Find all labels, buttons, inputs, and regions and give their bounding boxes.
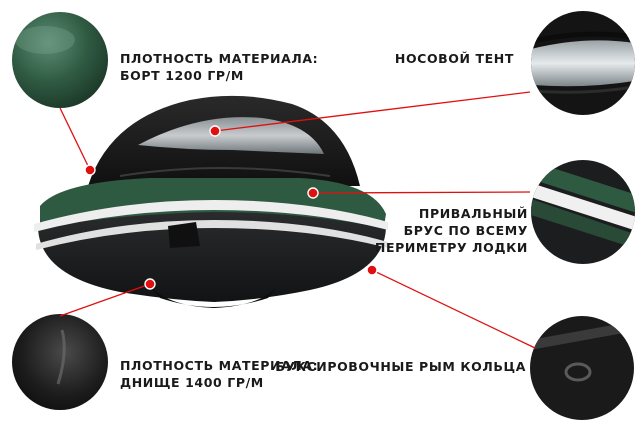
fender-line3: ПЕРИМЕТРУ ЛОДКИ [374, 240, 528, 255]
bottom-material-line1: ПЛОТНОСТЬ МАТЕРИАЛА: [120, 358, 319, 373]
side-material-line2: БОРТ 1200 ГР/М [120, 68, 244, 83]
side-material-label: ПЛОТНОСТЬ МАТЕРИАЛА: БОРТ 1200 ГР/М [120, 50, 318, 84]
bottom-material-line2: ДНИЩЕ 1400 ГР/М [120, 375, 264, 390]
bow-tent-label: НОСОВОЙ ТЕНТ [395, 50, 514, 67]
fender-line1: ПРИВАЛЬНЫЙ [418, 206, 528, 221]
marker-tow-rings [366, 264, 378, 276]
marker-bow-tent [209, 125, 221, 137]
fender-label: ПРИВАЛЬНЫЙ БРУС ПО ВСЕМУ ПЕРИМЕТРУ ЛОДКИ [375, 205, 528, 256]
side-material-detail-circle [12, 12, 108, 108]
marker-fender [307, 187, 319, 199]
fender-line2: БРУС ПО ВСЕМУ [403, 223, 528, 238]
bow-tent-detail-circle [531, 11, 635, 115]
marker-dots [84, 125, 378, 290]
marker-bottom-material [144, 278, 156, 290]
tow-rings-detail-circle [530, 316, 634, 420]
tent-window [138, 117, 324, 154]
tow-rings-line1: БУКСИРОВОЧНЫЕ РЫМ КОЛЬЦА [275, 359, 526, 374]
tow-rings-label: БУКСИРОВОЧНЫЕ РЫМ КОЛЬЦА [275, 358, 526, 375]
hull [38, 212, 386, 302]
bottom-material-detail-circle [12, 314, 108, 410]
fender-detail-circle [531, 160, 635, 264]
bow-tent-line1: НОСОВОЙ ТЕНТ [394, 51, 514, 66]
leader-lines [59, 91, 536, 349]
bottom-material-label: ПЛОТНОСТЬ МАТЕРИАЛА: ДНИЩЕ 1400 ГР/М [120, 357, 318, 391]
boat [34, 95, 388, 308]
side-material-line1: ПЛОТНОСТЬ МАТЕРИАЛА: [120, 51, 319, 66]
marker-side-material [84, 164, 96, 176]
fender-stripe [34, 200, 388, 232]
